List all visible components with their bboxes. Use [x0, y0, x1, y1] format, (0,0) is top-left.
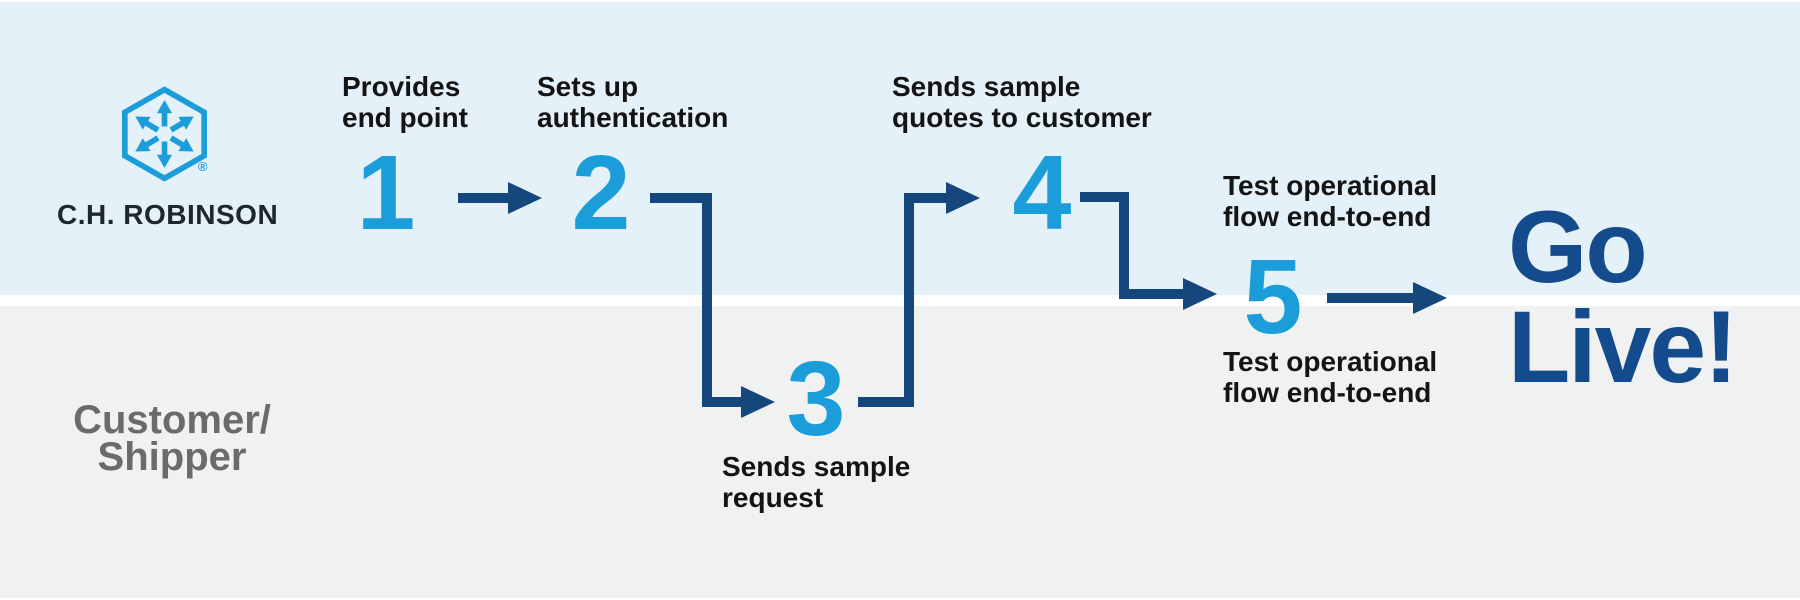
step-5-label-below: Test operational flow end-to-end: [1223, 346, 1438, 408]
step-3-number: 3: [786, 340, 846, 458]
customer-shipper-label: Customer/ Shipper: [56, 398, 288, 479]
step-5-label-above: Test operational flow end-to-end: [1223, 170, 1438, 232]
step-5-number: 5: [1243, 238, 1303, 356]
hexagon-cube-arrows-icon: [122, 86, 207, 182]
customer-label-line1: Customer/: [73, 398, 271, 442]
registered-trademark: ®: [198, 159, 208, 174]
ch-robinson-logo-icon: [122, 86, 207, 182]
step-4-number: 4: [1012, 134, 1072, 252]
go-live-text: Go Live!: [1508, 190, 1738, 404]
step-2-number: 2: [571, 134, 631, 252]
ch-robinson-wordmark: C.H. ROBINSON: [57, 199, 279, 230]
step-4-label: Sends sample quotes to customer: [892, 71, 1152, 133]
step-1-label: Provides end point: [342, 71, 468, 133]
step-3-label: Sends sample request: [722, 451, 911, 513]
step-1-number: 1: [356, 134, 416, 252]
customer-label-line2: Shipper: [97, 435, 247, 479]
step-2-label: Sets up authentication: [537, 71, 729, 133]
